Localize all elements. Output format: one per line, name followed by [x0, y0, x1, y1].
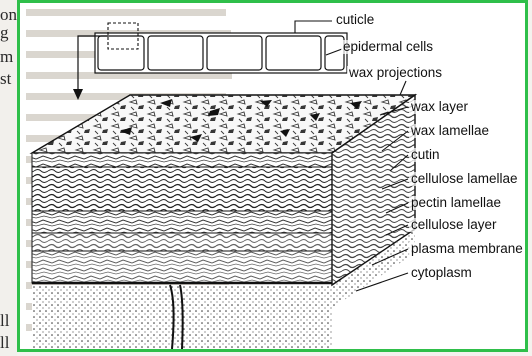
page-text-fragment: m — [0, 48, 13, 65]
label-cytoplasm: cytoplasm — [409, 266, 474, 280]
page-text-fragment: ll — [0, 312, 9, 329]
cuticle-diagram-figure: cuticle epidermal cells wax projections … — [17, 0, 528, 352]
front-face-layers — [32, 153, 332, 349]
label-cutin: cutin — [409, 148, 442, 162]
page-text-fragment: st — [0, 70, 11, 87]
label-cellulose-lamellae: cellulose lamellae — [409, 172, 520, 186]
label-wax-lamellae: wax lamellae — [409, 124, 491, 138]
page-text-fragment: ll — [0, 334, 9, 351]
book-page-edge: on g m st ll ll — [0, 0, 17, 356]
label-wax-projections: wax projections — [347, 66, 444, 80]
label-plasma-membrane: plasma membrane — [409, 242, 525, 256]
page-text-fragment: g — [0, 24, 9, 41]
epidermal-cells-row — [95, 33, 347, 73]
label-wax-layer: wax layer — [409, 100, 470, 114]
label-epidermal-cells: epidermal cells — [341, 40, 435, 54]
label-cuticle: cuticle — [334, 13, 376, 27]
label-pectin-lamellae: pectin lamellae — [409, 196, 503, 210]
page-text-fragment: on — [0, 6, 17, 23]
zoom-arrow-head — [73, 89, 83, 100]
label-cellulose-layer: cellulose layer — [409, 218, 499, 232]
